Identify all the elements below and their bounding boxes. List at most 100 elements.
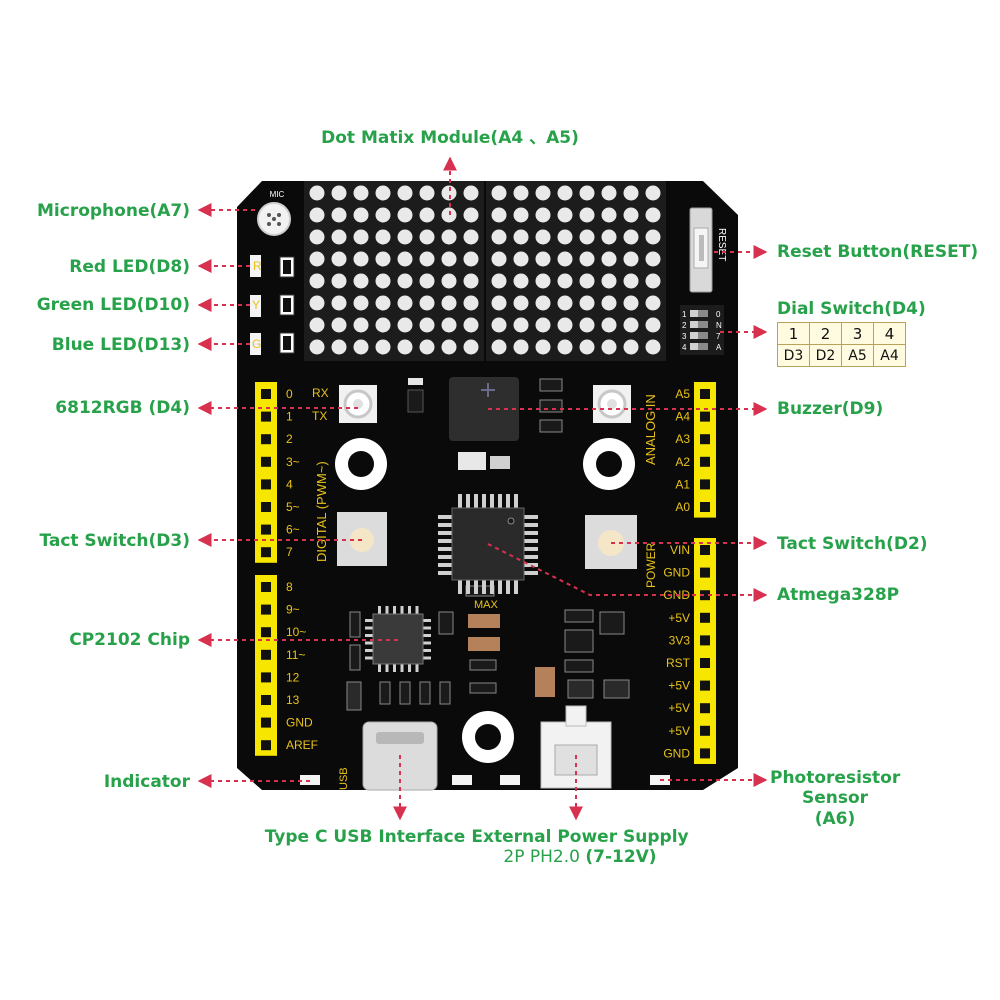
analog-header-pin [700, 456, 710, 467]
matrix-left-dot [309, 185, 325, 201]
matrix-left-dot [419, 317, 435, 333]
matrix-right-dot [623, 207, 639, 223]
label-power-title: External Power Supply [471, 827, 689, 847]
left-header-top-pin [261, 411, 271, 422]
matrix-left-dot [331, 339, 347, 355]
label-red-led: Red LED(D8) [69, 257, 190, 277]
matrix-left-dot [397, 295, 413, 311]
matrix-left-dot [331, 273, 347, 289]
matrix-right-dot [623, 229, 639, 245]
left-header-bottom-pin-label: 12 [286, 670, 300, 684]
matrix-right-dot [601, 207, 617, 223]
matrix-right-dot [623, 295, 639, 311]
label-microphone: Microphone(A7) [37, 201, 190, 221]
label-green-led: Green LED(D10) [36, 295, 190, 315]
led-label-g: G [252, 337, 261, 351]
analog-header-pin-label: A5 [675, 387, 690, 401]
matrix-left-dot [441, 273, 457, 289]
left-header-top-pin-label: 2 [286, 432, 293, 446]
left-header-bottom-pin [261, 672, 271, 683]
matrix-left-dot [463, 185, 479, 201]
matrix-right-dot [557, 207, 573, 223]
left-header-top-pin-label: 6~ [286, 523, 300, 537]
power-header-pin [700, 635, 710, 646]
matrix-left-dot [441, 295, 457, 311]
matrix-left-dot [419, 207, 435, 223]
matrix-left-dot [397, 251, 413, 267]
left-header-top-pin [261, 502, 271, 512]
dial-switch-table: 1 2 3 4 D3 D2 A5 A4 [777, 322, 906, 367]
matrix-left-dot [331, 229, 347, 245]
matrix-right-dot [491, 251, 507, 267]
matrix-right-dot [645, 339, 661, 355]
buzzer-component [449, 377, 519, 441]
power-header-pin [700, 748, 710, 759]
matrix-right-dot [491, 295, 507, 311]
matrix-left-dot [397, 185, 413, 201]
dip-letter-7: 7 [716, 332, 721, 341]
label-blue-led: Blue LED(D13) [51, 335, 190, 355]
matrix-left-dot [375, 251, 391, 267]
matrix-left-dot [441, 229, 457, 245]
matrix-left-dot [353, 207, 369, 223]
left-header-bottom-pin-label: AREF [286, 738, 318, 752]
rx-label: RX [312, 386, 329, 400]
analog-header-pin-label: A3 [675, 432, 690, 446]
analog-in-label: ANALOG IN [643, 394, 658, 465]
matrix-right-dot [535, 207, 551, 223]
analog-header-pin [700, 389, 710, 399]
label-power-type: 2P PH2.0 [503, 847, 580, 868]
matrix-right-dot [513, 273, 529, 289]
dial-cell-d2: D2 [809, 344, 842, 367]
matrix-left-dot [309, 339, 325, 355]
matrix-left-dot [353, 251, 369, 267]
matrix-left-dot [309, 229, 325, 245]
matrix-left-dot [419, 185, 435, 201]
matrix-right-dot [645, 273, 661, 289]
matrix-right-dot [557, 229, 573, 245]
matrix-left-dot [397, 273, 413, 289]
left-header-top-pin-label: 1 [286, 410, 293, 424]
matrix-right-dot [601, 251, 617, 267]
matrix-left-dot [331, 251, 347, 267]
dip-num-3: 3 [682, 332, 687, 341]
matrix-left-dot [441, 185, 457, 201]
left-header-bottom-pin [261, 582, 271, 592]
dial-cell-a4: A4 [873, 344, 906, 367]
matrix-right-dot [557, 185, 573, 201]
label-power-sub: 2P PH2.0 (7-12V) [465, 847, 695, 867]
label-power-volt: (7-12V) [585, 847, 657, 868]
label-tact-left: Tact Switch(D3) [39, 531, 190, 551]
smd-components [346, 378, 630, 711]
matrix-left-dot [463, 207, 479, 223]
rgb-led-left [339, 385, 377, 423]
matrix-right-dot [579, 339, 595, 355]
left-header-top-pin [261, 456, 271, 467]
matrix-left-dot [309, 295, 325, 311]
matrix-left-dot [419, 295, 435, 311]
matrix-right-dot [623, 251, 639, 267]
power-label: POWER [644, 542, 658, 588]
matrix-right-dot [535, 339, 551, 355]
matrix-right-dot [535, 273, 551, 289]
analog-header-pin [700, 502, 710, 512]
matrix-right-dot [579, 273, 595, 289]
left-header-top-pin-label: 7 [286, 545, 293, 559]
matrix-right-dot [623, 339, 639, 355]
matrix-right-dot [491, 317, 507, 333]
matrix-right-dot [645, 317, 661, 333]
matrix-left-dot [375, 229, 391, 245]
matrix-right-dot [579, 207, 595, 223]
matrix-right-dot [601, 339, 617, 355]
dial-cell-2: 2 [809, 322, 842, 345]
matrix-left-dot [397, 207, 413, 223]
matrix-left-dot [375, 339, 391, 355]
matrix-right-dot [557, 295, 573, 311]
power-header-pin [700, 725, 710, 736]
dip-letter-a: A [716, 343, 722, 352]
matrix-left-dot [419, 273, 435, 289]
matrix-right-dot [535, 295, 551, 311]
